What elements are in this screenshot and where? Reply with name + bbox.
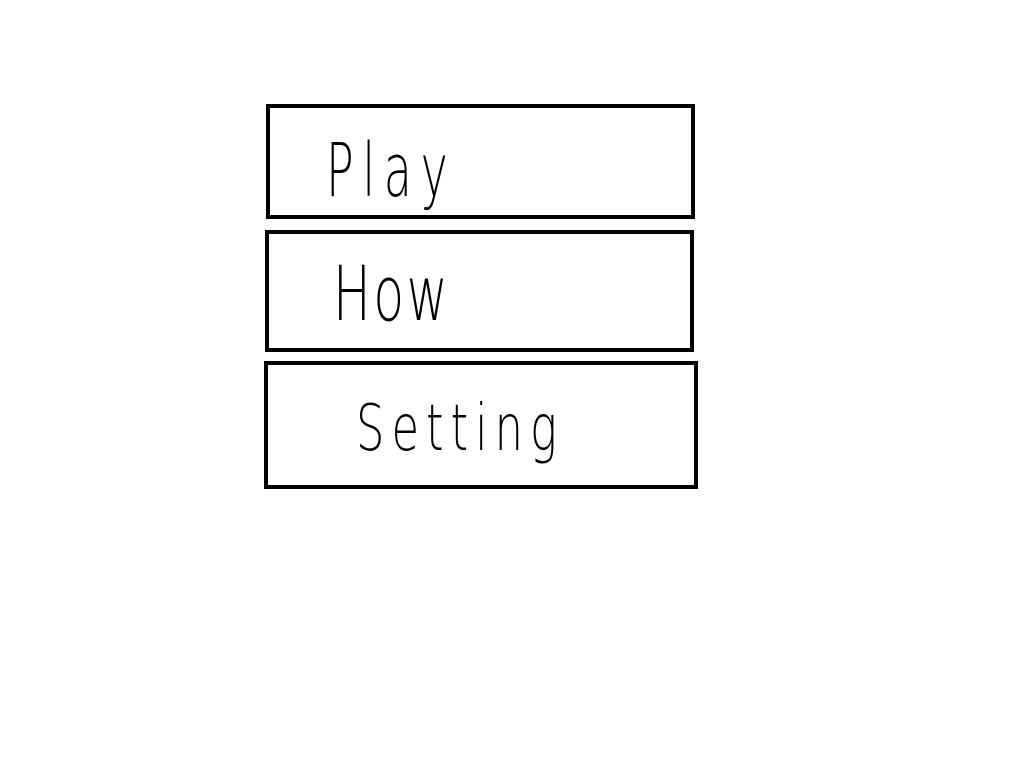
play-button[interactable]: Play [266,104,695,219]
setting-button-label: Setting [356,392,564,466]
setting-button[interactable]: Setting [264,361,698,489]
how-button-label: How [333,249,451,338]
how-button[interactable]: How [265,230,694,352]
play-button-label: Play [326,128,457,214]
